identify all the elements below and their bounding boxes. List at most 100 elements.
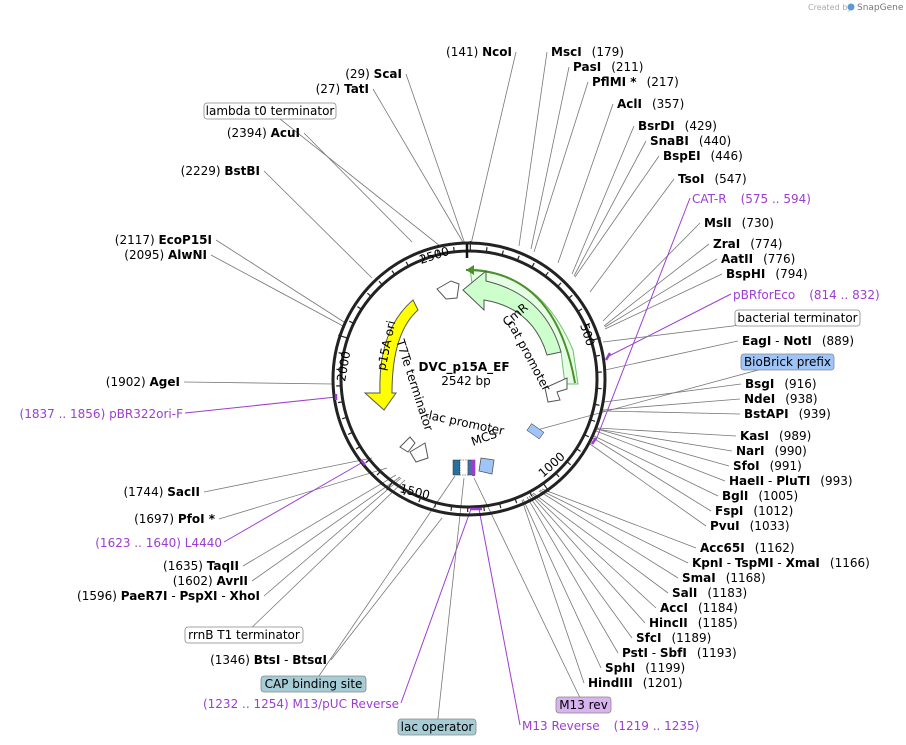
p15a-ori-feature[interactable] [363, 299, 419, 411]
enzyme-pvui[interactable]: PvuI(1033) [710, 519, 790, 533]
enzyme-psti-sbfi[interactable]: PstI - SbfI(1193) [622, 646, 737, 660]
enzyme-leader [521, 499, 585, 684]
enzyme-leader [522, 498, 602, 669]
primer-l4440[interactable]: (1623 .. 1640) L4440 [95, 536, 222, 550]
t7te-arrow-small[interactable] [399, 436, 416, 453]
feature-box-lac-operator[interactable]: lac operator [397, 718, 477, 736]
enzyme-haeii-pluti[interactable]: HaeII - PluTI(993) [729, 474, 853, 488]
enzyme-ndei[interactable]: NdeI(938) [744, 392, 818, 406]
cap-binding-site-mark[interactable] [452, 459, 461, 476]
enzyme-smai[interactable]: SmaI(1168) [682, 571, 766, 585]
primer-pbr322ori-f[interactable]: (1837 .. 1856) pBR322ori-F [20, 407, 184, 421]
feature-leader [473, 477, 584, 706]
enzyme-bstbi[interactable]: (2229) BstBI [181, 164, 260, 178]
l4440-mark [360, 459, 366, 466]
biobrick-prefix-mark[interactable] [526, 423, 545, 440]
primer-m13-puc-reverse[interactable]: (1232 .. 1254) M13/pUC Reverse [203, 697, 399, 711]
enzyme-fspi[interactable]: FspI(1012) [715, 504, 793, 518]
watermark-created-by: Created by [808, 3, 852, 12]
enzyme-kasi[interactable]: KasI(989) [740, 429, 811, 443]
enzyme-sacii[interactable]: (1744) SacII [123, 485, 200, 499]
enzyme-pasi[interactable]: PasI(211) [573, 60, 643, 74]
feature-leader [243, 479, 406, 636]
enzyme-leader [571, 125, 635, 275]
enzyme-bsrdi[interactable]: BsrDI(429) [638, 119, 717, 133]
ruler-tick [516, 255, 520, 261]
feature-box-lambda-t0-terminator[interactable]: lambda t0 terminator [203, 102, 337, 120]
enzyme-ecop15i[interactable]: (2117) EcoP15I [115, 233, 212, 247]
enzyme-bsgi[interactable]: BsgI(916) [745, 377, 817, 391]
enzyme-bspei[interactable]: BspEI(446) [663, 149, 743, 163]
enzyme-hincii[interactable]: HincII(1185) [649, 616, 738, 630]
enzyme-tsoi[interactable]: TsoI(547) [678, 172, 747, 186]
enzyme-leader [203, 457, 373, 493]
enzyme-hindiii[interactable]: HindIII(1201) [588, 676, 683, 690]
cmr-feature-arrow[interactable] [462, 269, 562, 356]
feature-box-cap-binding-site[interactable]: CAP binding site [260, 675, 367, 693]
primer-leader [478, 508, 521, 726]
enzyme-eagi-noti[interactable]: EagI - NotI(889) [742, 334, 854, 348]
enzyme-leader [596, 427, 737, 437]
ruler-tick [341, 416, 348, 420]
enzyme-bgli[interactable]: BglI(1005) [722, 489, 798, 503]
ruler-tick [450, 505, 453, 511]
cat-promoter-arrow[interactable] [544, 377, 568, 403]
enzyme-snabi[interactable]: SnaBI(440) [650, 134, 731, 148]
enzyme-tati[interactable]: (27) TatI [316, 82, 369, 96]
feature-box-bg [734, 309, 861, 327]
feature-box-bg [260, 675, 367, 693]
feature-box-bacterial-terminator[interactable]: bacterial terminator [734, 309, 861, 327]
primer-cat-r[interactable]: CAT-R(575 .. 594) [692, 192, 811, 206]
enzyme-pflmi[interactable]: PflMI *(217) [592, 75, 679, 89]
feature-box-label: bacterial terminator [737, 311, 857, 325]
primer-pbrforeco[interactable]: pBRforEco(814 .. 832) [733, 288, 880, 302]
enzyme-ncoi[interactable]: (141) NcoI [446, 45, 512, 59]
enzyme-leader [604, 258, 718, 328]
ruler-tick [348, 320, 354, 324]
feature-box-bg [397, 718, 477, 736]
feature-box-m13-rev[interactable]: M13 rev [555, 696, 612, 714]
feature-box-biobrick-prefix[interactable]: BioBrick prefix [740, 353, 835, 371]
enzyme-taqii[interactable]: (1635) TaqII [163, 559, 239, 573]
t7te-arrow[interactable] [409, 442, 429, 463]
enzyme-sfci[interactable]: SfcI(1189) [636, 631, 711, 645]
enzyme-nari[interactable]: NarI(990) [736, 444, 807, 458]
enzyme-sali[interactable]: SalI(1183) [672, 586, 747, 600]
lac-operator-mark[interactable] [459, 459, 469, 476]
enzyme-agei[interactable]: (1902) AgeI [106, 375, 180, 389]
enzyme-leader [604, 340, 739, 371]
enzyme-acui[interactable]: (2394) AcuI [227, 126, 300, 140]
snapgene-logo-icon [847, 3, 855, 11]
enzyme-aatii[interactable]: AatII(776) [721, 252, 795, 266]
enzyme-leader [596, 428, 730, 467]
enzyme-paer7i-pspxi-xhoi[interactable]: (1596) PaeR7I - PspXI - XhoI [77, 589, 260, 603]
ruler-tick [355, 445, 361, 450]
lac-promoter-feature[interactable] [478, 457, 495, 475]
ruler-tick [403, 490, 407, 496]
lambda-terminator-arrow[interactable] [436, 280, 460, 300]
enzyme-alwni[interactable]: (2095) AlwNI [124, 248, 207, 262]
enzyme-acc65i[interactable]: Acc65I(1162) [700, 541, 795, 555]
enzyme-acci[interactable]: AccI(1184) [660, 601, 738, 615]
enzyme-avrii[interactable]: (1602) AvrII [173, 574, 248, 588]
enzyme-bsphi[interactable]: BspHI(794) [726, 267, 808, 281]
enzyme-leader [602, 410, 741, 415]
ruler-tick [576, 448, 581, 452]
enzyme-pfoi[interactable]: (1697) PfoI * [134, 512, 216, 526]
enzyme-btsi-bts-i[interactable]: (1346) BtsI - BtsαI [210, 653, 327, 667]
feature-box-rrnb-t1-terminator[interactable]: rrnB T1 terminator [184, 626, 304, 644]
enzyme-acli[interactable]: AclI(357) [617, 97, 684, 111]
enzyme-msci[interactable]: MscI(179) [551, 45, 624, 59]
primer-m13-reverse[interactable]: M13 Reverse(1219 .. 1235) [522, 719, 699, 733]
m13-rev-mark[interactable] [472, 460, 475, 476]
enzyme-msli[interactable]: MslI(730) [704, 216, 774, 230]
enzyme-sfoi[interactable]: SfoI(991) [733, 459, 802, 473]
enzyme-sphi[interactable]: SphI(1199) [605, 661, 685, 675]
feature-leader [313, 475, 456, 685]
enzyme-scai[interactable]: (29) ScaI [345, 67, 402, 81]
feature-leader [536, 361, 788, 431]
enzyme-leader [541, 488, 697, 549]
enzyme-bstapi[interactable]: BstAPI(939) [744, 407, 831, 421]
enzyme-kpni-tspmi-xmai[interactable]: KpnI - TspMI - XmaI(1166) [692, 556, 870, 570]
enzyme-zrai[interactable]: ZraI(774) [713, 237, 782, 251]
